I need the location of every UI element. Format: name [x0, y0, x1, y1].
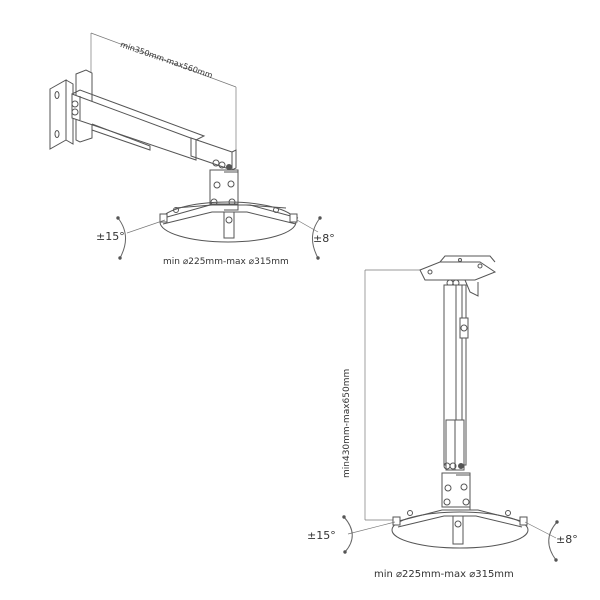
ceiling-tilt-right-label: ±8° [556, 533, 578, 546]
wall-mount-drawing [49, 32, 322, 260]
wall-tilt-left-label: ±15° [96, 230, 125, 243]
wall-plate-diameter-label: min ⌀225mm-max ⌀315mm [163, 257, 289, 267]
ceiling-mount-drawing [342, 255, 559, 562]
ceiling-plate-diameter-label: min ⌀225mm-max ⌀315mm [374, 569, 514, 580]
ceiling-drop-length-label: min430mm-max650mm [342, 368, 352, 478]
wall-tilt-right-label: ±8° [313, 232, 335, 245]
ceiling-tilt-left-label: ±15° [307, 529, 336, 542]
